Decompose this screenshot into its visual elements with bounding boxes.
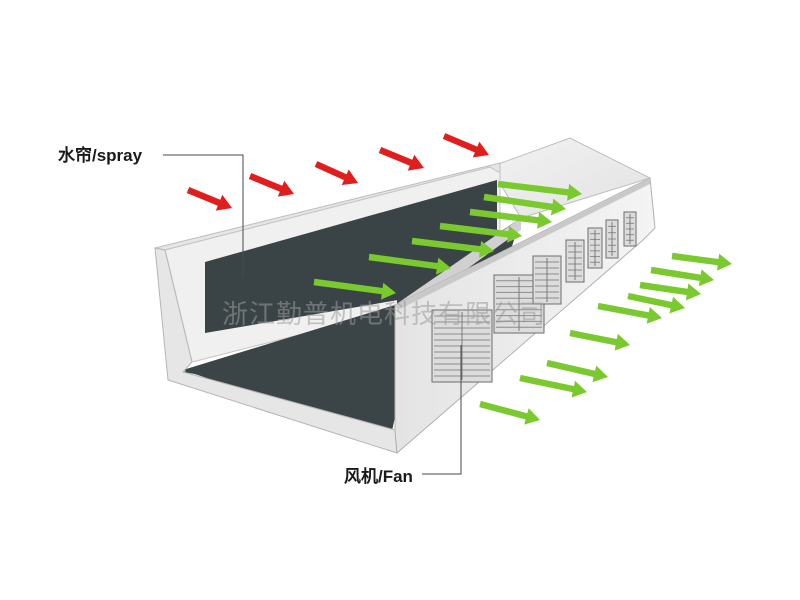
watermark: 浙江勤普机电科技有限公司 [222, 300, 546, 330]
red-arrow-icon [248, 173, 294, 197]
green-arrow-icon [627, 292, 685, 314]
green-arrow-icon [497, 180, 582, 201]
green-arrow-icon [569, 329, 630, 351]
green-arrow-icon [483, 193, 566, 216]
red-arrow-icon [186, 187, 232, 211]
exhaust-fan-icon [587, 227, 603, 269]
green-arrow-icon [650, 266, 714, 287]
left-end-wall [154, 247, 398, 454]
green-arrow-icon [439, 222, 522, 243]
green-arrow-icon [313, 278, 396, 300]
fan-leader-line [422, 345, 462, 475]
green-arrow-icon [546, 359, 608, 383]
green-arrow-icon [639, 281, 701, 301]
exhaust-fan-icon [532, 255, 562, 305]
side-wall-top-edge [395, 178, 650, 310]
red-arrow-icon [314, 161, 358, 185]
exhaust-fan-icon [605, 219, 619, 259]
red-arrow-icon [378, 147, 424, 171]
green-arrow-icon [479, 400, 540, 425]
green-arrow-icon [597, 302, 662, 324]
fan-group [431, 211, 637, 383]
green-arrow-icon [671, 252, 732, 271]
spray-label: 水帘/spray [58, 145, 143, 165]
exhaust-fan-icon [431, 309, 493, 383]
exhaust-fan-icon [565, 239, 585, 283]
outflow-arrows [313, 180, 732, 425]
red-arrow-icon [442, 133, 489, 158]
green-arrow-icon [368, 253, 451, 275]
floor-main [183, 305, 397, 440]
inflow-arrows [186, 133, 489, 211]
green-arrow-icon [411, 237, 494, 258]
spray-leader-line [163, 154, 244, 278]
fan-label: 风机/Fan [344, 466, 413, 486]
green-arrow-icon [469, 208, 552, 229]
exhaust-fan-icon [623, 211, 637, 247]
green-arrow-icon [519, 374, 587, 398]
